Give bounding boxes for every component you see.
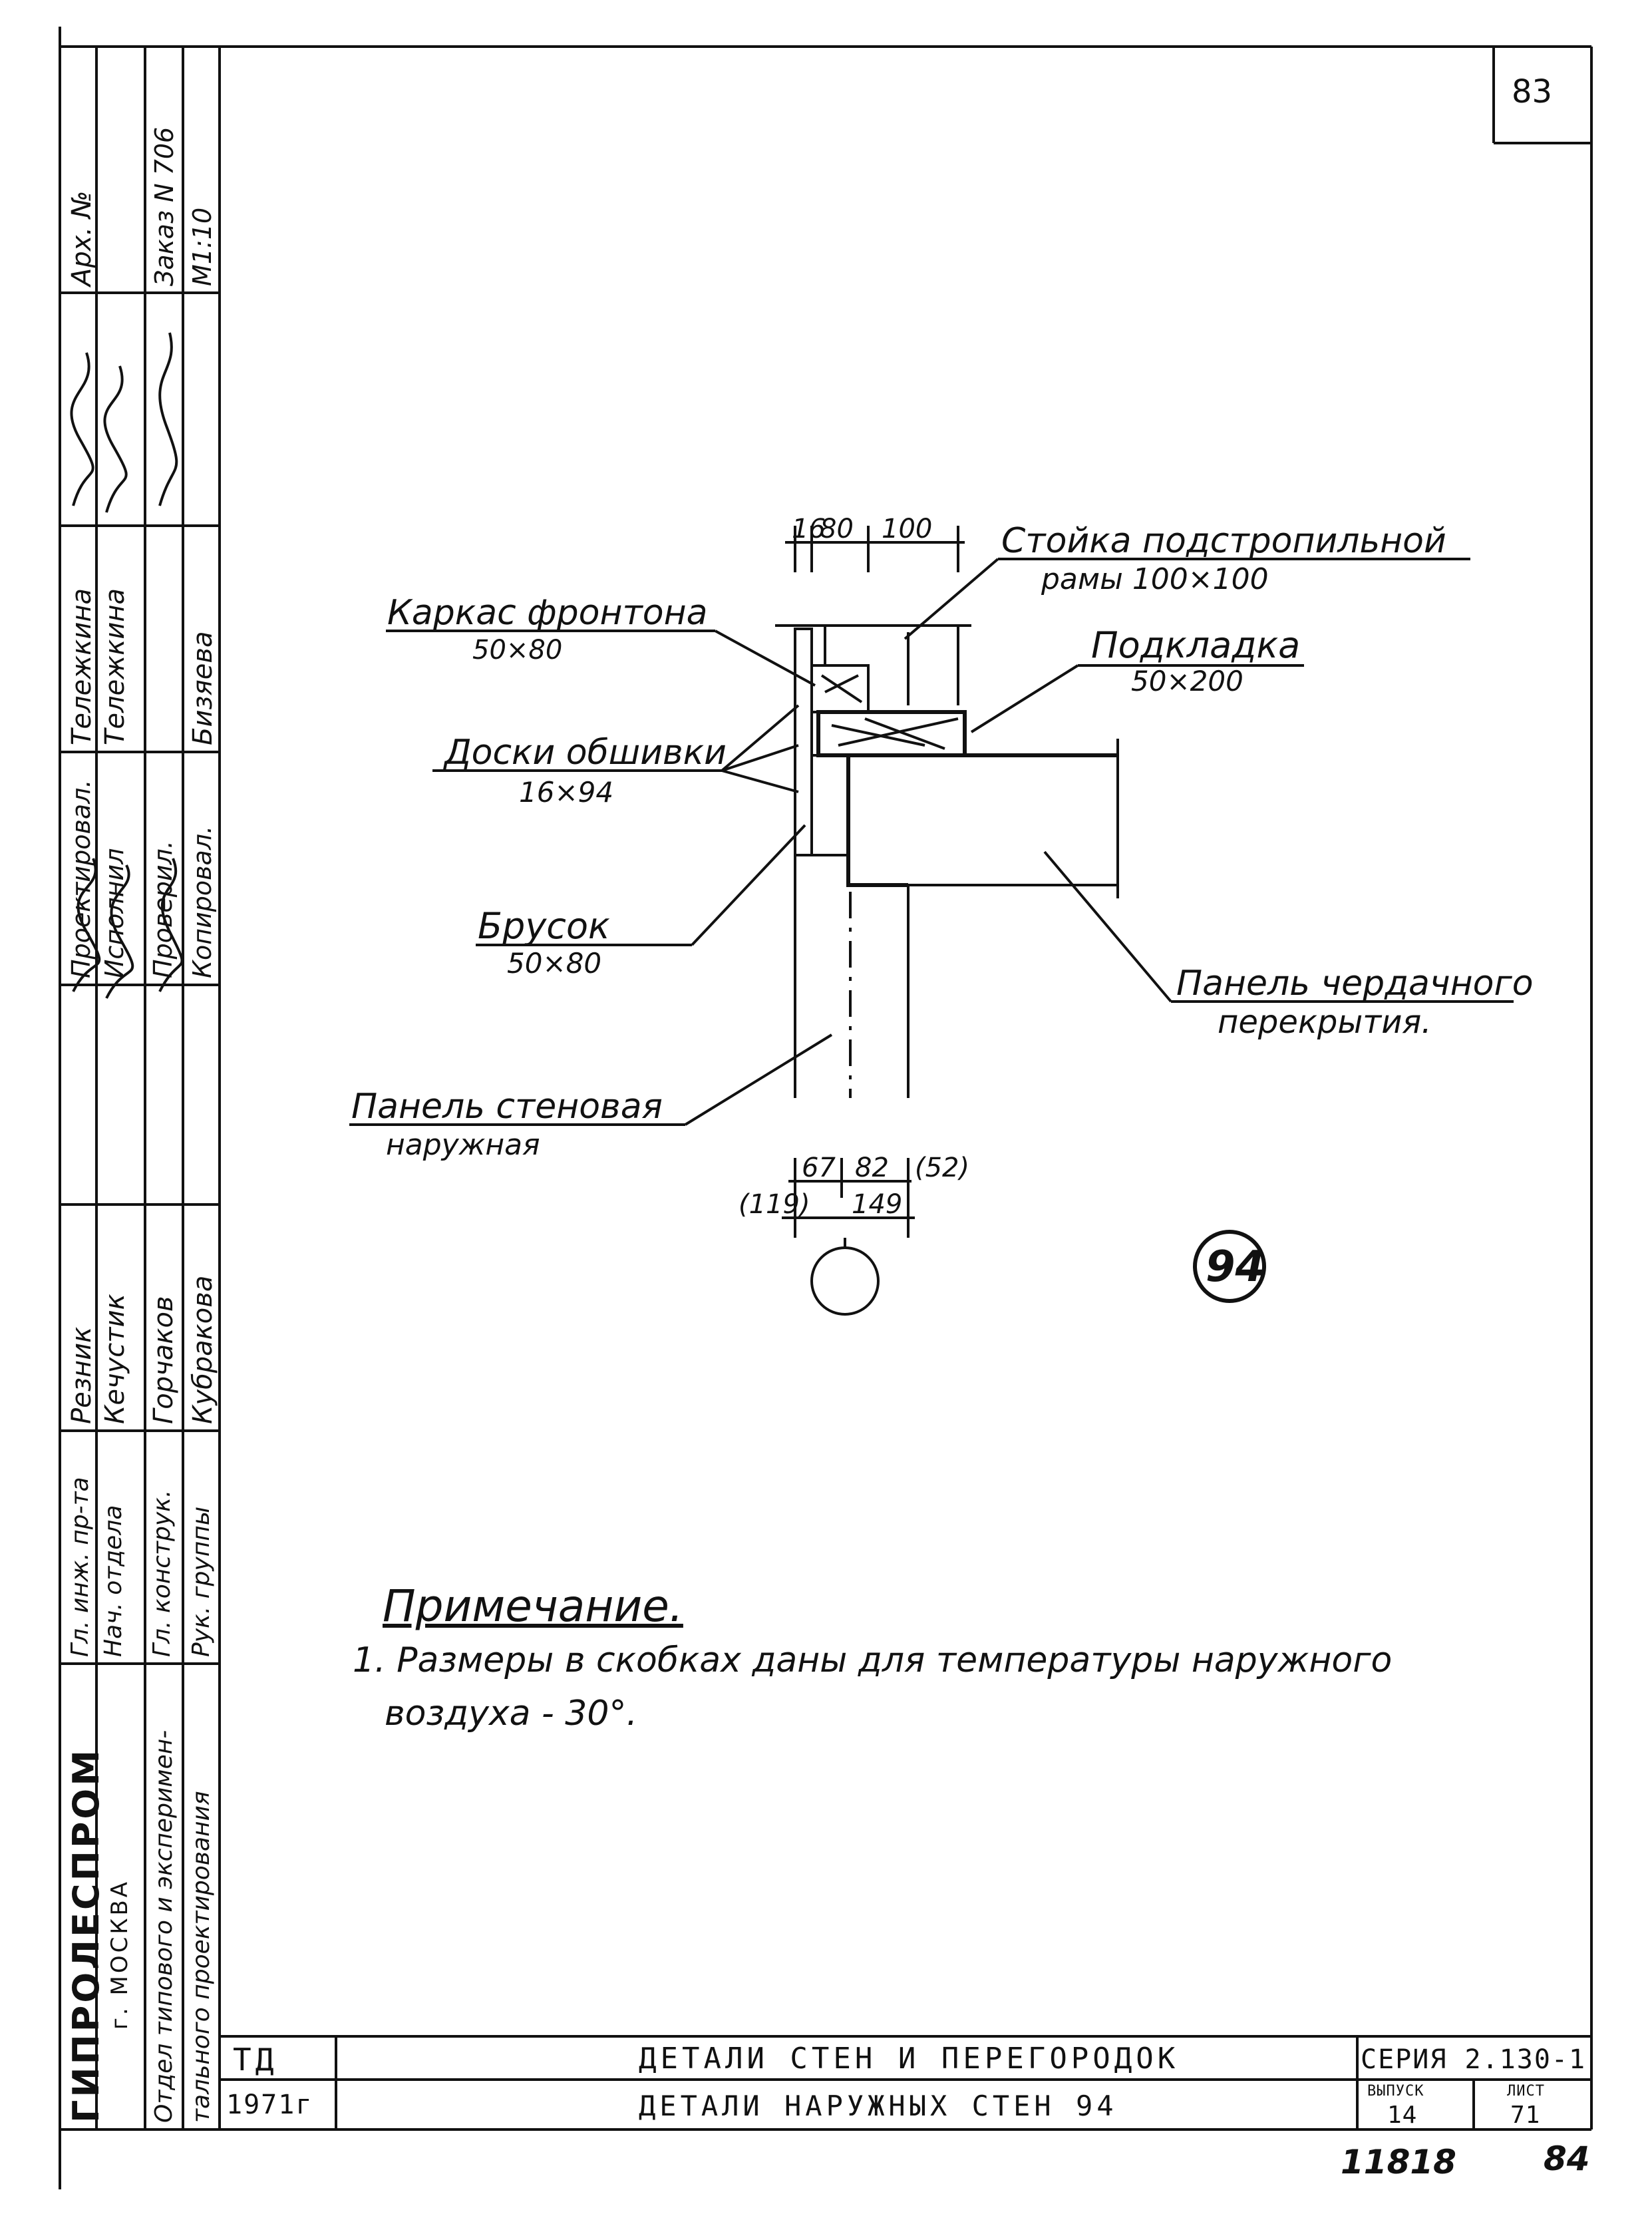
label-stoika-line2: рамы 100×100 [1041, 562, 1269, 596]
tb-year: 1971г [226, 2090, 313, 2120]
label-brusok-size: 50×80 [507, 947, 601, 980]
label-panel-cherd-line1: Панель чердачного [1176, 964, 1534, 1004]
label-panel-sten-line1: Панель стеновая [351, 1087, 663, 1127]
label-panel-cherd-line2: перекрытия. [1218, 1004, 1432, 1041]
note-line2: воздуха - 30°. [385, 1694, 637, 1734]
detail-number: 94 [1206, 1242, 1265, 1292]
label-karkas-size: 50×80 [472, 635, 562, 665]
label-doski: Доски обшивки [443, 733, 727, 773]
dim-bottom-149: 149 [852, 1189, 902, 1220]
tb-issue-value: 14 [1387, 2102, 1418, 2129]
dim-bottom-52: (52) [915, 1153, 969, 1183]
dim-top-100: 100 [882, 514, 932, 544]
tb-code: ТД [233, 2042, 278, 2078]
note-title: Примечание. [383, 1580, 683, 1632]
dim-top-80: 80 [820, 514, 854, 544]
label-doski-size: 16×94 [519, 776, 613, 809]
dim-top-16: 16 [792, 514, 826, 544]
label-brusok: Брусок [478, 905, 610, 947]
label-padkladka-size: 50×200 [1131, 665, 1243, 697]
label-padkladka: Подкладка [1091, 624, 1300, 666]
dim-bottom-119: (119) [739, 1189, 810, 1220]
signature-scribbles [70, 332, 184, 999]
page-number: 83 [1512, 73, 1553, 110]
label-stoika-line1: Стойка подстропильной [1001, 521, 1446, 561]
tb-title2: ДЕТАЛИ НАРУЖНЫХ СТЕН 94 [639, 2090, 1118, 2122]
footer-left-number: 11818 [1341, 2143, 1456, 2181]
dim-bottom-67: 67 [802, 1153, 836, 1183]
label-panel-sten-line2: наружная [386, 1128, 540, 1162]
tb-sheet-value: 71 [1510, 2102, 1541, 2129]
tb-issue-label: ВЫПУСК [1367, 2083, 1424, 2100]
tb-title1: ДЕТАЛИ СТЕН И ПЕРЕГОРОДОК [639, 2042, 1180, 2076]
note-line1: 1. Размеры в скобках даны для температур… [353, 1640, 1393, 1680]
tb-sheet-label: ЛИСТ [1507, 2083, 1545, 2100]
label-karkas: Каркас фронтона [387, 593, 707, 633]
footer-right-number: 84 [1544, 2139, 1590, 2178]
dim-bottom-82: 82 [855, 1153, 889, 1183]
tb-series: СЕРИЯ 2.130-1 [1361, 2044, 1587, 2075]
